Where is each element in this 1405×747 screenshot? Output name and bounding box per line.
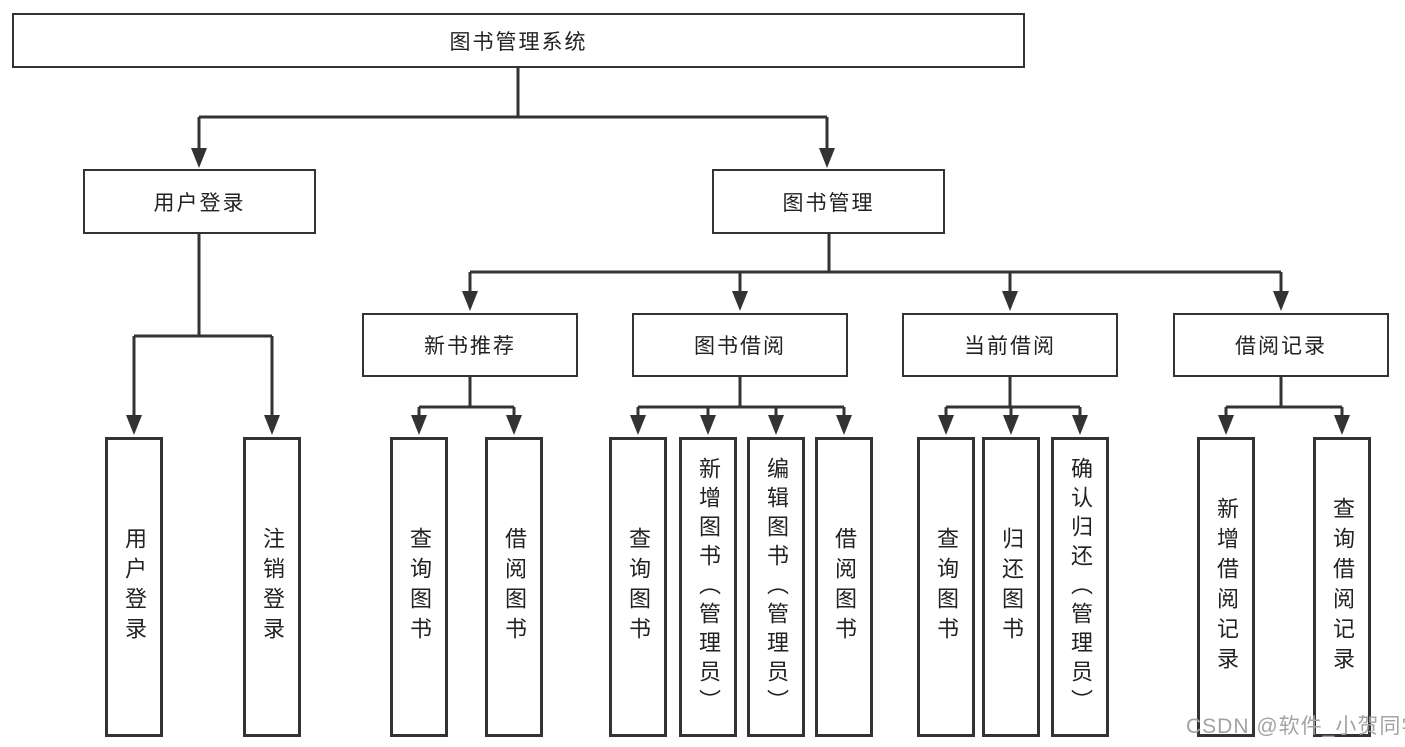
arrow-down-icon: [630, 415, 646, 435]
node-new-book-recommend: 新书推荐: [362, 313, 578, 377]
arrow-down-icon: [1072, 415, 1088, 435]
arrow-down-icon: [836, 415, 852, 435]
node-current-borrow: 当前借阅: [902, 313, 1118, 377]
leaf-query-books-3: 查询图书: [917, 437, 975, 737]
arrow-down-icon: [506, 415, 522, 435]
node-user-login: 用户登录: [83, 169, 316, 234]
leaf-edit-book-admin: 编辑图书（管理员）: [747, 437, 805, 737]
leaf-return-book: 归还图书: [982, 437, 1040, 737]
node-root: 图书管理系统: [12, 13, 1025, 68]
leaf-logout-login: 注销登录: [243, 437, 301, 737]
leaf-borrow-books: 借阅图书: [485, 437, 543, 737]
arrow-down-icon: [1273, 291, 1289, 311]
leaf-add-borrow-record: 新增借阅记录: [1197, 437, 1255, 737]
leaf-confirm-return-admin: 确认归还（管理员）: [1051, 437, 1109, 737]
leaf-query-books-2: 查询图书: [609, 437, 667, 737]
arrow-down-icon: [191, 148, 207, 168]
connector-shafts: [132, 68, 1344, 419]
arrowheads: [126, 148, 1350, 435]
leaf-query-books: 查询图书: [390, 437, 448, 737]
arrow-down-icon: [1218, 415, 1234, 435]
arrow-down-icon: [462, 291, 478, 311]
arrow-down-icon: [411, 415, 427, 435]
arrow-down-icon: [1002, 291, 1018, 311]
node-borrow-records: 借阅记录: [1173, 313, 1389, 377]
arrow-down-icon: [264, 415, 280, 435]
leaf-borrow-books-2: 借阅图书: [815, 437, 873, 737]
node-book-borrow: 图书借阅: [632, 313, 848, 377]
leaf-query-borrow-record: 查询借阅记录: [1313, 437, 1371, 737]
arrow-down-icon: [700, 415, 716, 435]
arrow-down-icon: [1003, 415, 1019, 435]
arrow-down-icon: [732, 291, 748, 311]
leaf-user-login: 用户登录: [105, 437, 163, 737]
arrow-down-icon: [126, 415, 142, 435]
node-book-management: 图书管理: [712, 169, 945, 234]
csdn-watermark: CSDN @软件_小贺同学: [1186, 715, 1405, 738]
arrow-down-icon: [938, 415, 954, 435]
arrow-down-icon: [819, 148, 835, 168]
arrow-down-icon: [1334, 415, 1350, 435]
leaf-add-book-admin: 新增图书（管理员）: [679, 437, 737, 737]
arrow-down-icon: [768, 415, 784, 435]
